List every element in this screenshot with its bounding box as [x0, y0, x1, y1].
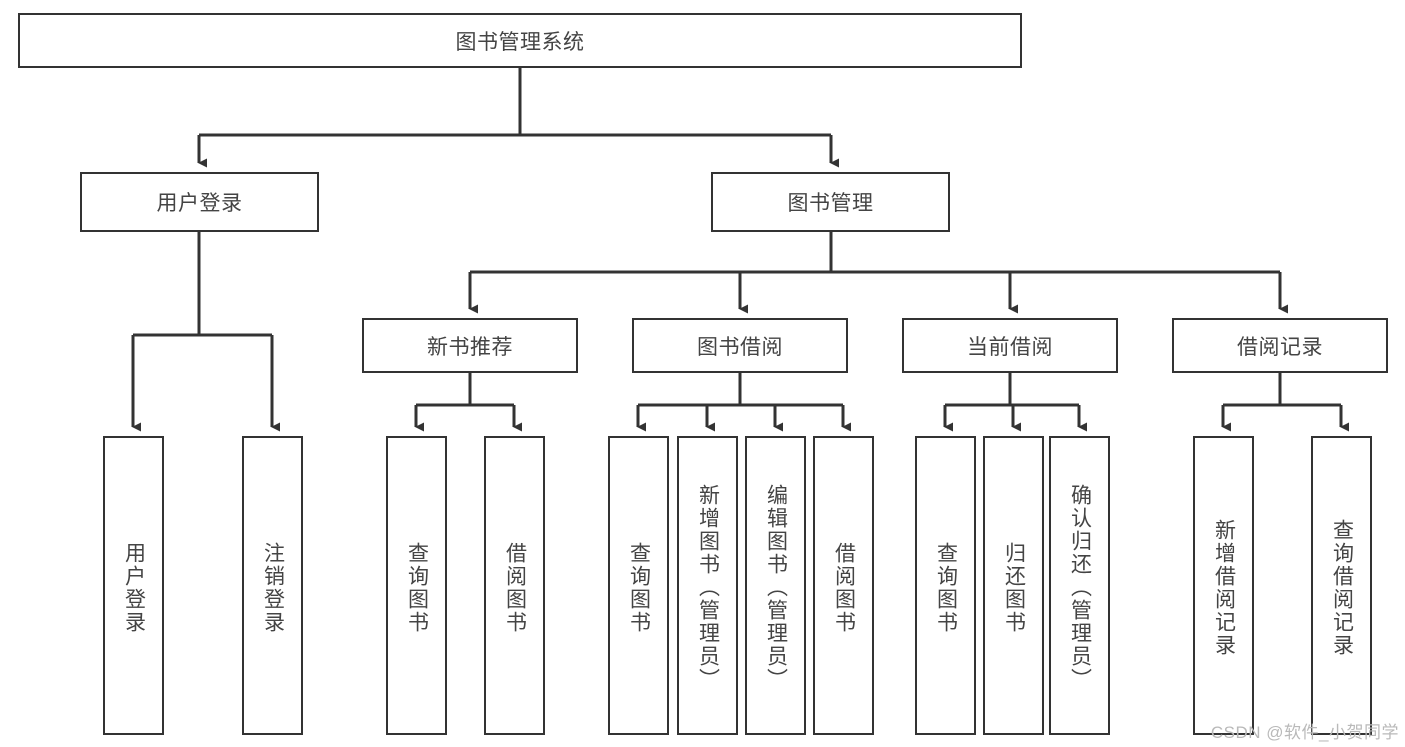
node-leaf-query-book-3-label: 查询图书 — [934, 541, 958, 634]
node-leaf-confirm-return[interactable]: 确认归还（管理员） — [1049, 436, 1110, 735]
node-book-borrow[interactable]: 图书借阅 — [632, 318, 848, 373]
node-leaf-query-book-2-label: 查询图书 — [627, 541, 651, 634]
node-current-borrow-label: 当前借阅 — [967, 335, 1053, 359]
node-leaf-return-book[interactable]: 归还图书 — [983, 436, 1044, 735]
node-leaf-user-logout[interactable]: 注销登录 — [242, 436, 303, 735]
node-leaf-add-book[interactable]: 新增图书（管理员） — [677, 436, 738, 735]
node-new-book-rec-label: 新书推荐 — [427, 335, 513, 359]
node-leaf-add-record-label: 新增借阅记录 — [1212, 518, 1236, 657]
node-borrow-record-label: 借阅记录 — [1237, 335, 1323, 359]
node-leaf-user-login-label: 用户登录 — [122, 541, 146, 634]
node-leaf-query-book-2[interactable]: 查询图书 — [608, 436, 669, 735]
node-leaf-borrow-book-1-label: 借阅图书 — [503, 541, 527, 634]
node-leaf-return-book-label: 归还图书 — [1002, 541, 1026, 634]
node-leaf-query-book-1[interactable]: 查询图书 — [386, 436, 447, 735]
node-leaf-borrow-book-1[interactable]: 借阅图书 — [484, 436, 545, 735]
node-book-borrow-label: 图书借阅 — [697, 335, 783, 359]
node-leaf-edit-book-label: 编辑图书（管理员） — [764, 484, 788, 691]
node-user-login[interactable]: 用户登录 — [80, 172, 319, 232]
node-current-borrow[interactable]: 当前借阅 — [902, 318, 1118, 373]
node-leaf-query-record-label: 查询借阅记录 — [1330, 518, 1354, 657]
node-leaf-borrow-book-2-label: 借阅图书 — [832, 541, 856, 634]
node-user-login-label: 用户登录 — [156, 192, 243, 215]
node-leaf-user-logout-label: 注销登录 — [261, 541, 285, 634]
csdn-watermark: CSDN @软件_小贺同学 — [1210, 723, 1399, 742]
node-leaf-add-record[interactable]: 新增借阅记录 — [1193, 436, 1254, 735]
node-leaf-user-login[interactable]: 用户登录 — [103, 436, 164, 735]
node-leaf-query-record[interactable]: 查询借阅记录 — [1311, 436, 1372, 735]
node-root[interactable]: 图书管理系统 — [18, 13, 1022, 68]
node-leaf-query-book-1-label: 查询图书 — [405, 541, 429, 634]
node-book-manage-label: 图书管理 — [787, 192, 874, 215]
node-leaf-edit-book[interactable]: 编辑图书（管理员） — [745, 436, 806, 735]
node-leaf-query-book-3[interactable]: 查询图书 — [915, 436, 976, 735]
node-leaf-add-book-label: 新增图书（管理员） — [696, 484, 720, 691]
node-leaf-confirm-return-label: 确认归还（管理员） — [1068, 484, 1092, 691]
node-root-label: 图书管理系统 — [455, 30, 585, 54]
node-leaf-borrow-book-2[interactable]: 借阅图书 — [813, 436, 874, 735]
node-new-book-rec[interactable]: 新书推荐 — [362, 318, 578, 373]
node-borrow-record[interactable]: 借阅记录 — [1172, 318, 1388, 373]
node-book-manage[interactable]: 图书管理 — [711, 172, 950, 232]
